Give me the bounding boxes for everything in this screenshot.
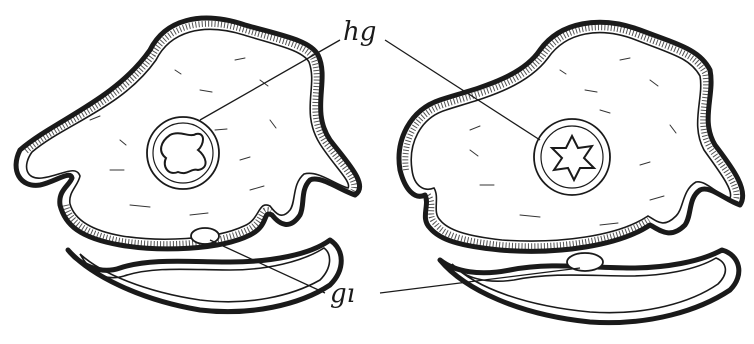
left-section bbox=[16, 18, 360, 312]
label-hg: hg bbox=[343, 17, 376, 47]
right-section bbox=[399, 22, 743, 322]
label-gi: gı bbox=[330, 279, 355, 309]
left-canal-lumen bbox=[161, 133, 206, 173]
